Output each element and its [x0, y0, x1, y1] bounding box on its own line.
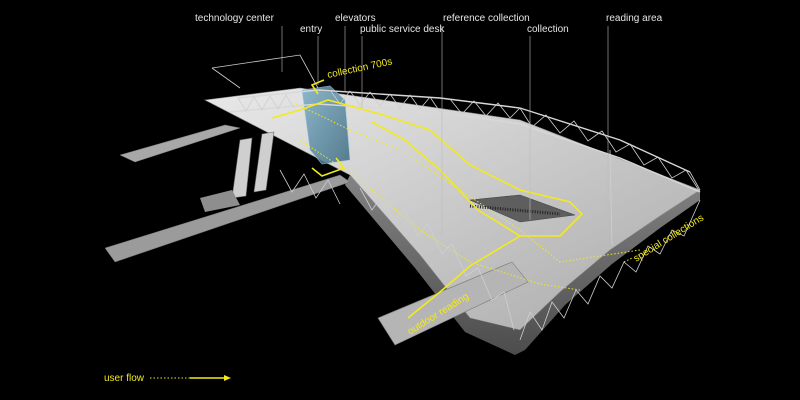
under-slab-bracing [279, 169, 701, 341]
roof-frame-edge [211, 67, 241, 89]
outdoor-reading-deck [377, 261, 529, 346]
escalator-right [253, 131, 275, 193]
flow-elevator-down [311, 157, 346, 177]
truss-posts [609, 149, 701, 246]
label-entry: entry [300, 24, 322, 35]
label-public-service-desk: public service desk [360, 24, 445, 35]
stair-block [200, 190, 240, 212]
label-reading-area: reading area [606, 13, 663, 24]
bracing-lines [279, 169, 701, 341]
flow-dotted-lower [299, 139, 581, 291]
label-elevators: elevators [335, 13, 376, 24]
flow-label-collection-700s: collection 700s [326, 56, 393, 81]
central-void [468, 194, 576, 223]
top-labels: technology center entry elevators public… [195, 13, 663, 35]
slab-underside [345, 175, 700, 355]
flow-main-route [271, 99, 584, 237]
legend: user flow [104, 373, 231, 384]
flow-entry-loop [310, 79, 325, 95]
truss-bottom-chord [229, 103, 701, 193]
legend-label: user flow [104, 373, 145, 384]
label-leaders [281, 26, 609, 248]
label-technology-center: technology center [195, 13, 275, 24]
escalator-left [231, 137, 253, 199]
stair-hatch [469, 204, 561, 216]
roof-frame [211, 54, 319, 89]
building-structure [104, 54, 701, 355]
front-lower-deck [119, 124, 241, 163]
lower-ramp [104, 174, 351, 263]
flow-outdoor-reading [407, 235, 521, 319]
truss-top-chord [237, 89, 691, 173]
user-flow-paths [271, 79, 641, 319]
flow-dotted-route [295, 103, 641, 263]
legend-arrow-icon [224, 375, 231, 381]
roof-truss [229, 89, 701, 246]
special-collections-leader [623, 257, 633, 263]
label-collection: collection [527, 24, 569, 35]
truss-web [237, 89, 701, 193]
label-reference-collection: reference collection [443, 13, 530, 24]
